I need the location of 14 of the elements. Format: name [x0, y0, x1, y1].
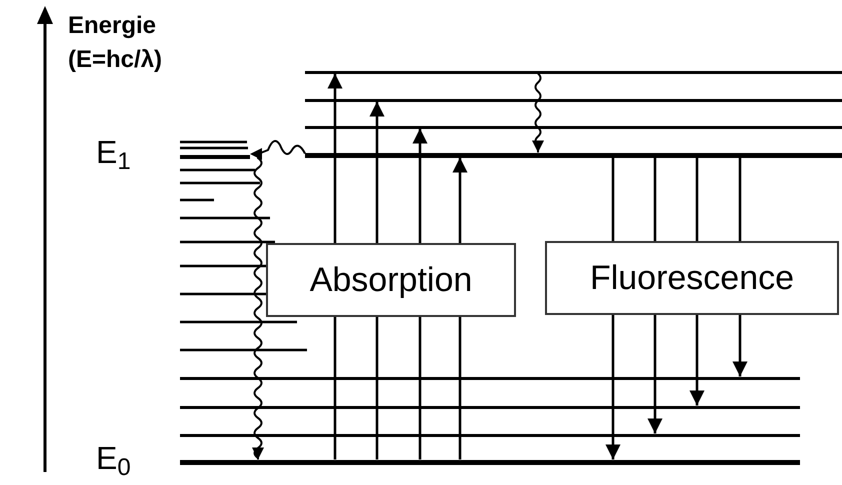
energy-level-line	[305, 98, 842, 102]
process-label-box: Absorption	[266, 243, 516, 317]
level-label: E$_{0}$	[96, 442, 131, 474]
energy-level-line	[180, 376, 800, 380]
energy-level-line	[180, 406, 800, 408]
energy-level-line	[305, 70, 842, 74]
axis-formula: (E=hc/λ)	[68, 48, 162, 72]
energy-level-line	[180, 434, 800, 436]
level-label: E$_{1}$	[96, 136, 131, 168]
energy-level-line	[305, 126, 842, 128]
wavy-arrow	[532, 72, 544, 152]
axis-title: Energie	[68, 14, 156, 38]
process-label-box: Fluorescence	[545, 241, 839, 315]
wavy-arrow	[250, 140, 306, 460]
